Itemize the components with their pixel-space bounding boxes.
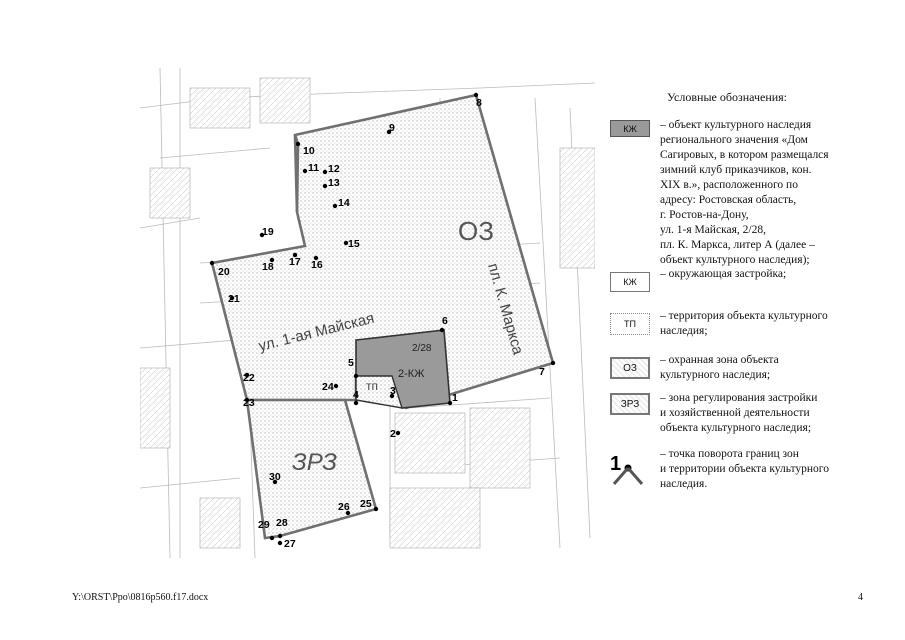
- boundary-point-marker-21: [229, 295, 235, 301]
- legend-text-protection-zone: – охранная зона объекта культурного насл…: [660, 354, 779, 381]
- boundary-point-marker-16: [313, 255, 319, 261]
- page-number: 4: [858, 592, 863, 603]
- base-plan-blocks: [140, 77, 595, 549]
- boundary-point-label-24: 24: [322, 381, 334, 393]
- building-regulation-zone: [245, 398, 378, 540]
- boundary-point-label-22: 22: [243, 372, 255, 384]
- turning-point-icon: 1: [610, 453, 644, 485]
- boundary-point-label-18: 18: [262, 261, 274, 273]
- boundary-point-marker-30: [272, 479, 278, 485]
- boundary-point-label-8: 8: [476, 97, 482, 109]
- footer-file-path: Y:\ORST\Ppo\0816p560.f17.docx: [72, 592, 209, 603]
- boundary-point-marker-22: [244, 372, 250, 378]
- legend-text-surrounding-buildings: – окружающая застройка;: [660, 268, 787, 280]
- boundary-point-label-16: 16: [311, 259, 323, 271]
- boundary-point-marker-13: [322, 183, 328, 189]
- boundary-point-marker-6: [439, 327, 445, 333]
- boundary-point-marker-26: [345, 510, 351, 516]
- boundary-point-label-19: 19: [262, 226, 274, 238]
- boundary-point-label-1: 1: [452, 392, 458, 404]
- boundary-point-label-30: 30: [269, 471, 281, 483]
- boundary-point-marker-24: [333, 383, 339, 389]
- boundary-point-label-10: 10: [303, 145, 315, 157]
- boundary-point-marker-28: [277, 533, 283, 539]
- turning-point-symbol: 1: [610, 453, 621, 475]
- boundary-point-marker-29: [269, 535, 275, 541]
- boundary-point-marker-10: [295, 141, 301, 147]
- boundary-point-marker-3: [389, 393, 395, 399]
- legend-text-regulation-zone: – зона регулирования застройки и хозяйст…: [660, 392, 818, 434]
- boundary-point-marker-7: [550, 360, 556, 366]
- boundary-point-label-7: 7: [539, 366, 545, 378]
- boundary-point-marker-23: [244, 397, 250, 403]
- legend-symbol-heritage-territory: ТП: [610, 313, 650, 335]
- object-address-label: 2/28: [412, 343, 432, 354]
- zone-label-oz: ОЗ: [458, 216, 494, 246]
- boundary-point-marker-2: [395, 430, 401, 436]
- zone-label-zrz: ЗРЗ: [292, 449, 337, 476]
- legend-symbol-protection-zone: ОЗ: [610, 357, 650, 379]
- legend-symbol-regulation-zone: ЗРЗ: [610, 393, 650, 415]
- boundary-point-label-6: 6: [442, 315, 448, 327]
- boundary-point-label-9: 9: [389, 122, 395, 134]
- boundary-point-marker-11: [302, 168, 308, 174]
- boundary-point-label-27: 27: [284, 538, 296, 550]
- legend-text-turning-point: – точка поворота границ зон и территории…: [660, 448, 829, 490]
- boundary-point-label-28: 28: [276, 517, 288, 529]
- boundary-point-label-4: 4: [353, 389, 359, 401]
- boundary-point-marker-15: [343, 240, 349, 246]
- boundary-point-marker-4: [353, 400, 359, 406]
- boundary-point-label-20: 20: [218, 266, 230, 278]
- boundary-point-label-13: 13: [328, 177, 340, 189]
- boundary-point-marker-14: [332, 203, 338, 209]
- boundary-point-label-26: 26: [338, 501, 350, 513]
- boundary-point-label-21: 21: [228, 293, 240, 305]
- boundary-point-marker-5: [353, 373, 359, 379]
- boundary-point-label-12: 12: [328, 163, 340, 175]
- boundary-point-label-17: 17: [289, 256, 301, 268]
- boundary-point-marker-8: [473, 92, 479, 98]
- boundary-point-marker-25: [373, 506, 379, 512]
- boundary-point-marker-12: [322, 169, 328, 175]
- boundary-point-label-14: 14: [338, 197, 350, 209]
- legend-title: Условные обозначения:: [667, 90, 788, 104]
- legend-text-heritage-territory: – территория объекта культурного наследи…: [660, 310, 828, 337]
- boundary-point-label-3: 3: [390, 385, 396, 397]
- boundary-point-marker-1: [447, 400, 453, 406]
- site-plan-map: ОЗ ЗРЗ 2-КЖ 2/28 тп ул. 1-ая Майская пл.…: [140, 68, 595, 558]
- boundary-point-label-15: 15: [348, 238, 360, 250]
- boundary-point-marker-19: [259, 232, 265, 238]
- boundary-point-marker-17: [292, 252, 298, 258]
- boundary-point-marker-18: [269, 257, 275, 263]
- legend-symbol-surrounding-buildings: КЖ: [610, 272, 650, 292]
- legend-symbol-heritage-object: КЖ: [610, 120, 650, 137]
- object-label: 2-КЖ: [398, 368, 424, 380]
- boundary-point-marker-9: [386, 129, 392, 135]
- boundary-point-label-2: 2: [390, 428, 396, 440]
- boundary-point-label-25: 25: [360, 498, 372, 510]
- legend-text-heritage-object: – объект культурного наследия региональн…: [660, 119, 829, 266]
- boundary-point-marker-27: [277, 540, 283, 546]
- boundary-point-label-5: 5: [348, 357, 354, 369]
- boundary-point-label-29: 29: [258, 519, 270, 531]
- boundary-point-label-23: 23: [243, 397, 255, 409]
- tp-label: тп: [366, 379, 378, 393]
- boundary-point-marker-20: [209, 260, 215, 266]
- boundary-point-label-11: 11: [308, 162, 319, 174]
- heritage-territory: [355, 375, 404, 409]
